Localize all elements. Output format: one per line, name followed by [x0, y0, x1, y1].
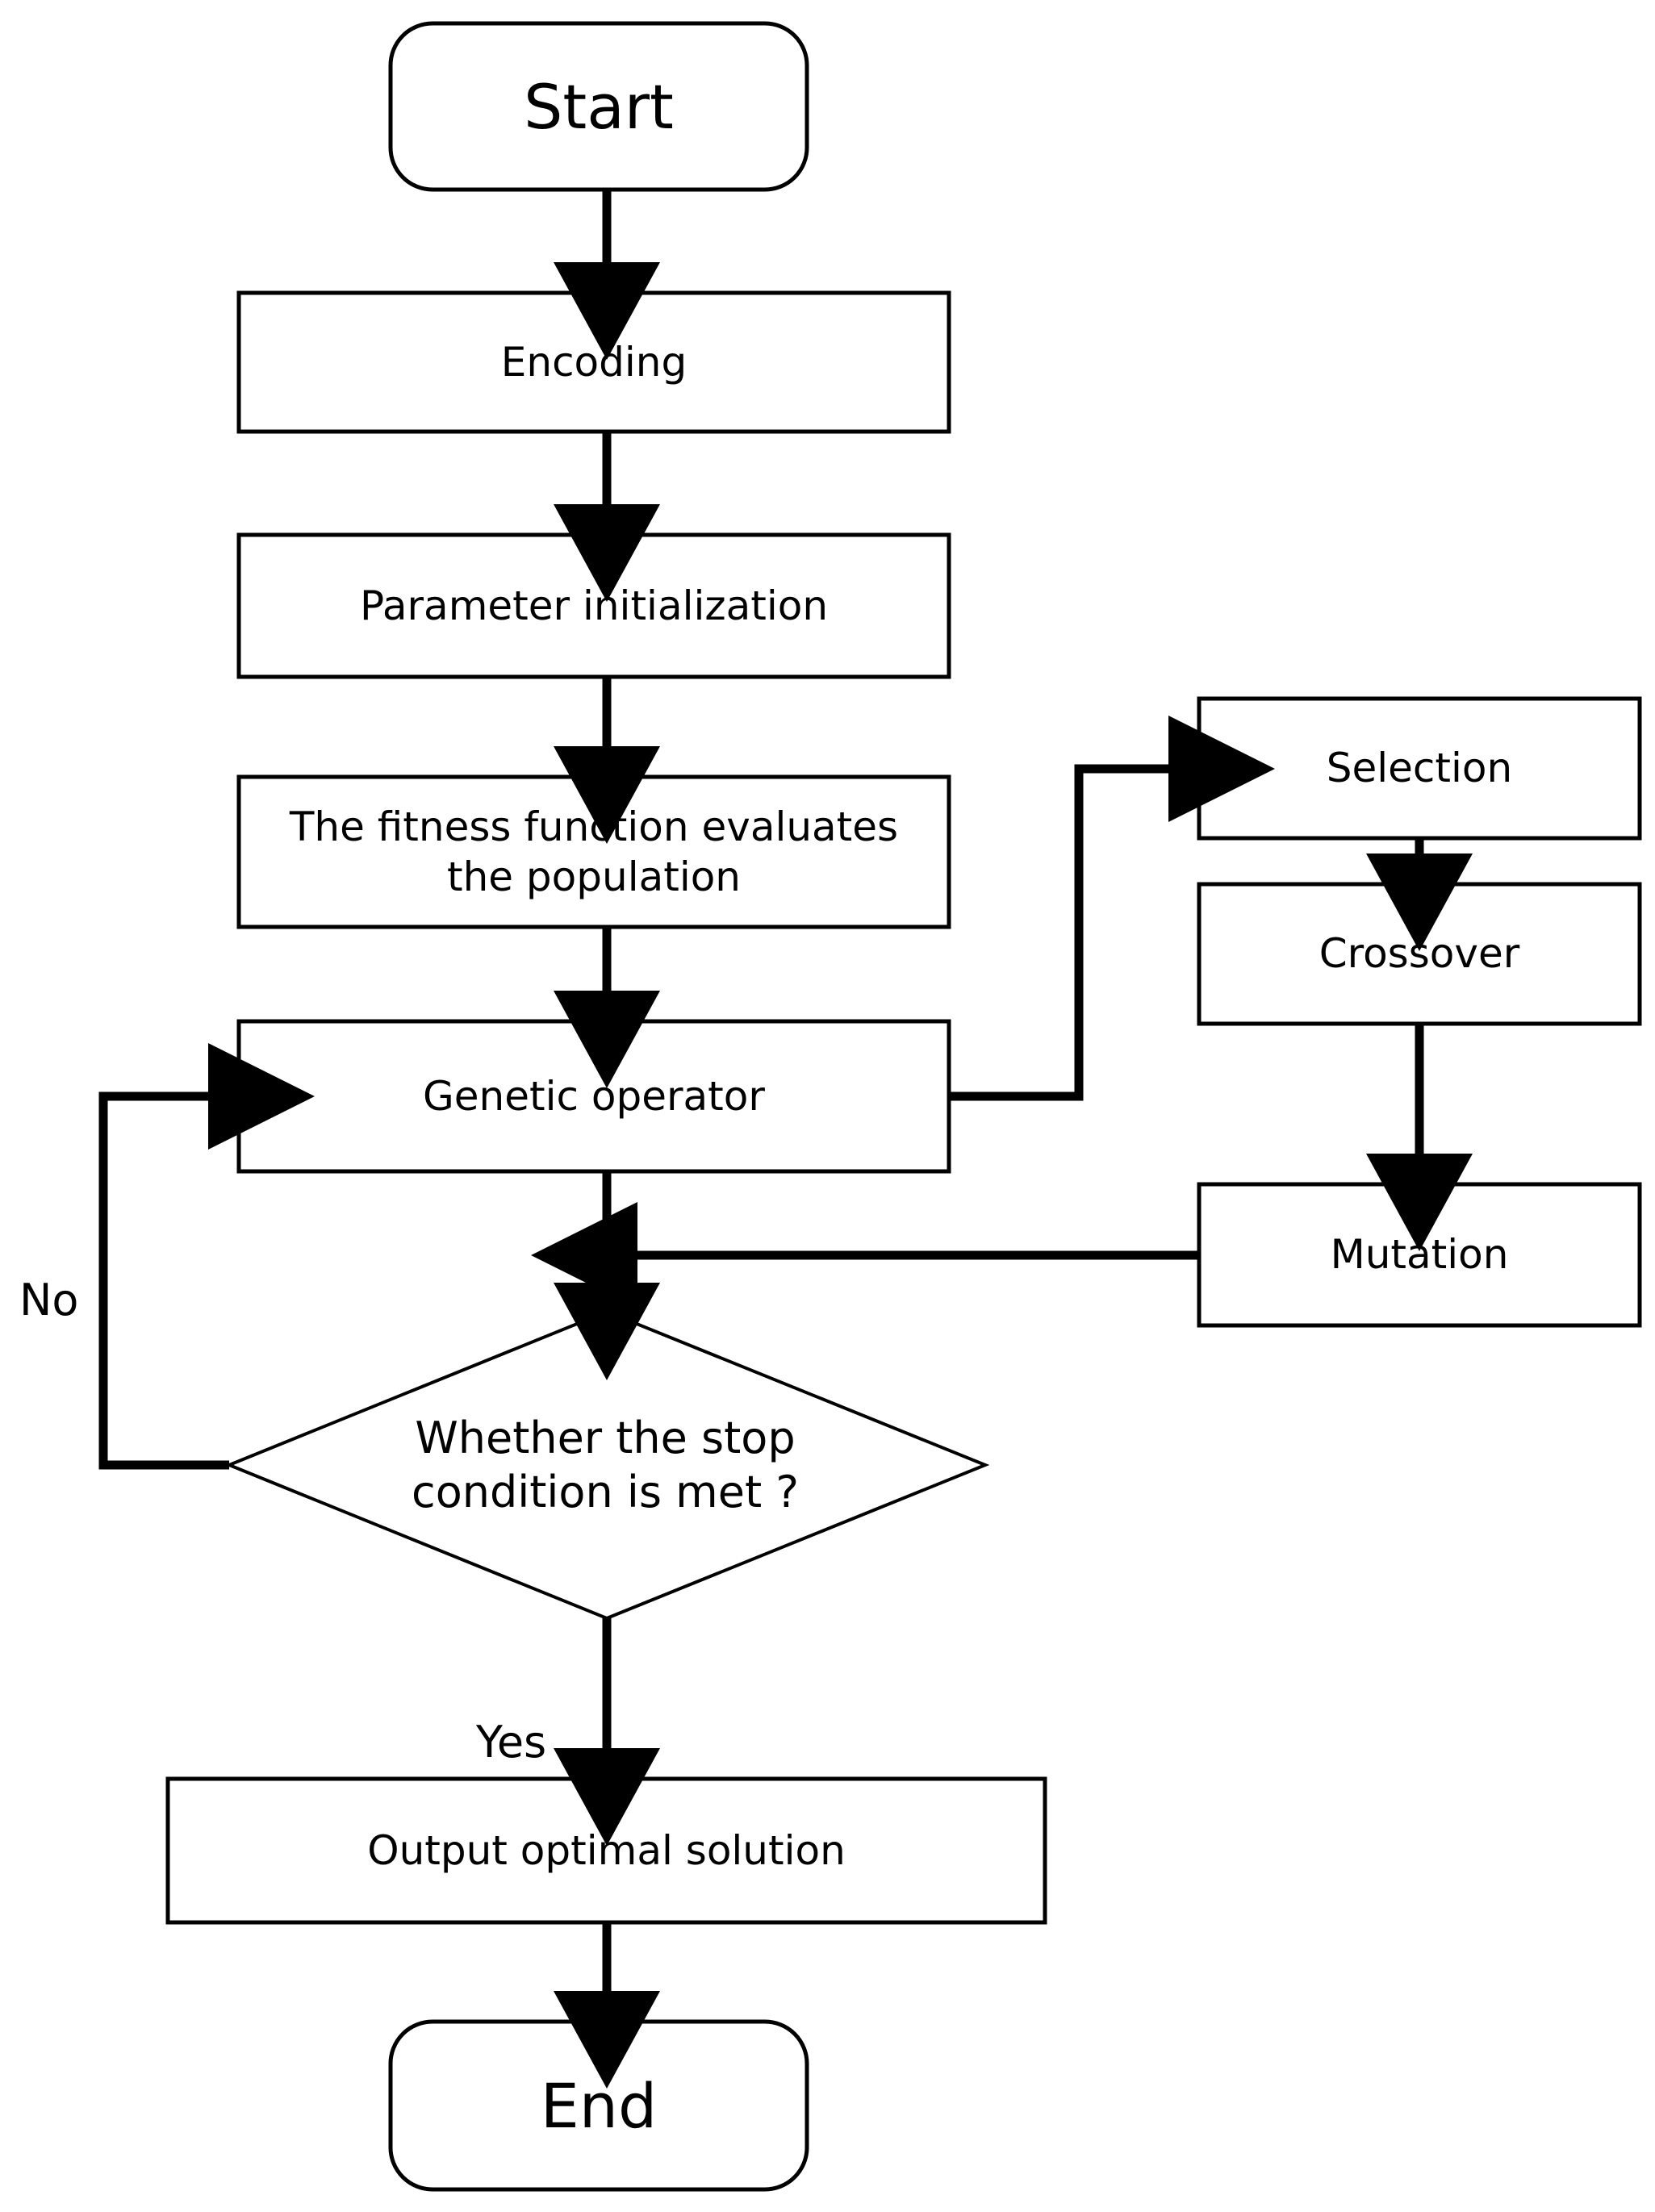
node-output-solution[interactable]	[168, 1779, 1045, 1922]
edge-label-no: No	[19, 1275, 79, 1325]
edge-genetic-operator-to-selection	[949, 716, 1275, 1101]
node-start[interactable]	[391, 23, 807, 190]
node-selection[interactable]	[1199, 699, 1640, 838]
node-encoding[interactable]	[239, 293, 949, 432]
edge-label-yes: Yes	[476, 1717, 547, 1768]
node-crossover[interactable]	[1199, 884, 1640, 1024]
node-stop-condition[interactable]	[229, 1312, 985, 1618]
node-parameter-initialization[interactable]	[239, 535, 949, 677]
node-genetic-operator[interactable]	[239, 1021, 949, 1171]
node-shape-start[interactable]	[388, 21, 809, 192]
node-shape-genetic-operator[interactable]	[236, 1019, 951, 1174]
node-mutation[interactable]	[1199, 1184, 1640, 1325]
node-fitness-evaluation[interactable]	[239, 777, 949, 927]
edge-no-loop-to-genetic-operator	[98, 1043, 315, 1470]
node-end[interactable]	[391, 2022, 807, 2189]
